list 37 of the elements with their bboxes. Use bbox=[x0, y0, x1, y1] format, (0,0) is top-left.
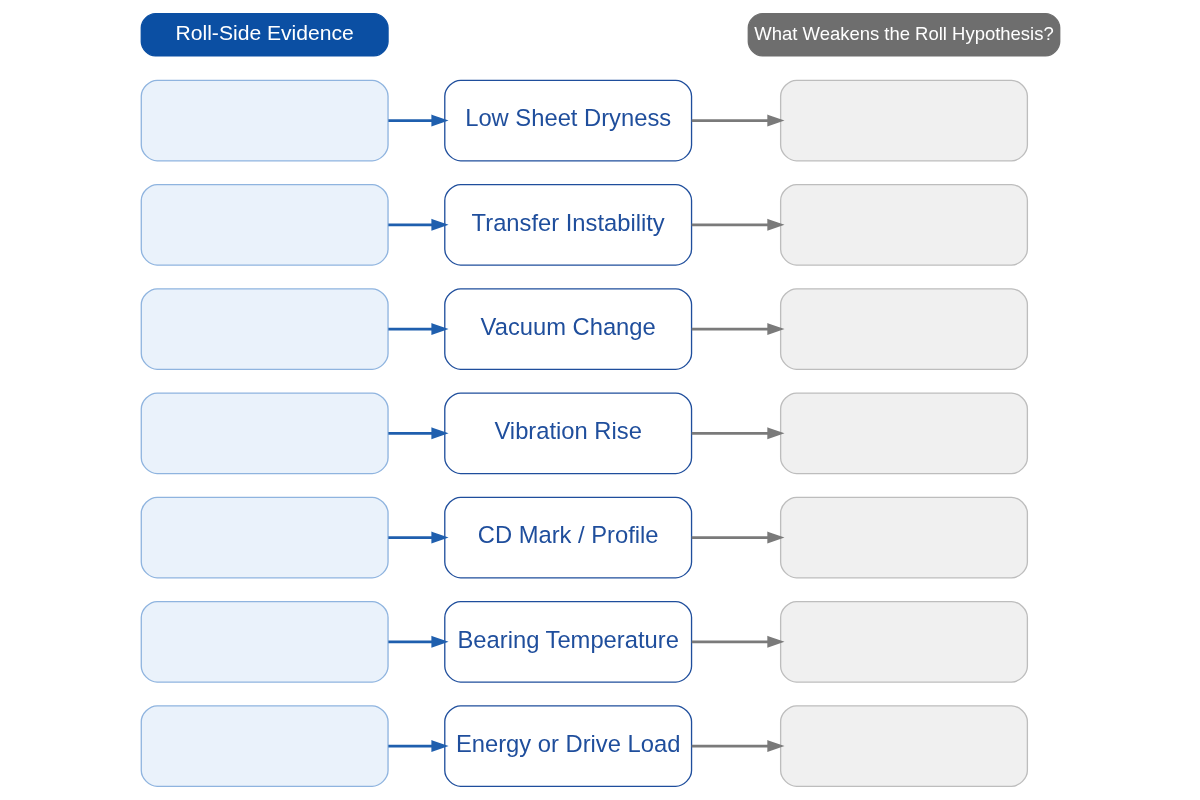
node-box bbox=[140, 183, 389, 266]
node-box bbox=[779, 705, 1028, 787]
node-box: Roll-Side Evidence bbox=[140, 13, 389, 57]
node-box bbox=[140, 705, 389, 787]
node-box: What Weakens the Roll Hypothesis? bbox=[747, 13, 1060, 57]
arrow bbox=[387, 114, 449, 127]
node-box bbox=[779, 288, 1028, 370]
arrow bbox=[387, 323, 449, 336]
arrow bbox=[691, 114, 784, 127]
node-box bbox=[779, 496, 1028, 579]
node-box bbox=[140, 288, 389, 370]
node-box bbox=[140, 392, 389, 475]
node-box bbox=[779, 79, 1028, 162]
node-box bbox=[779, 392, 1028, 475]
node-box: Transfer Instability bbox=[443, 183, 692, 266]
arrow bbox=[691, 218, 784, 231]
arrow bbox=[387, 531, 449, 544]
arrow bbox=[691, 740, 784, 753]
node-box bbox=[140, 600, 389, 683]
arrow bbox=[691, 635, 784, 648]
arrow bbox=[387, 218, 449, 231]
node-box bbox=[779, 600, 1028, 683]
node-box bbox=[140, 496, 389, 579]
node-box: Energy or Drive Load bbox=[443, 705, 692, 787]
node-box bbox=[140, 79, 389, 162]
node-box: Vacuum Change bbox=[443, 288, 692, 370]
node-box: Low Sheet Dryness bbox=[443, 79, 692, 162]
arrow bbox=[387, 635, 449, 648]
arrow bbox=[387, 427, 449, 440]
arrow bbox=[691, 427, 784, 440]
node-box: CD Mark / Profile bbox=[443, 496, 692, 579]
arrow bbox=[387, 740, 449, 753]
arrow bbox=[691, 323, 784, 336]
arrow bbox=[691, 531, 784, 544]
node-box bbox=[779, 183, 1028, 266]
node-box: Bearing Temperature bbox=[443, 600, 692, 683]
node-box: Vibration Rise bbox=[443, 392, 692, 475]
